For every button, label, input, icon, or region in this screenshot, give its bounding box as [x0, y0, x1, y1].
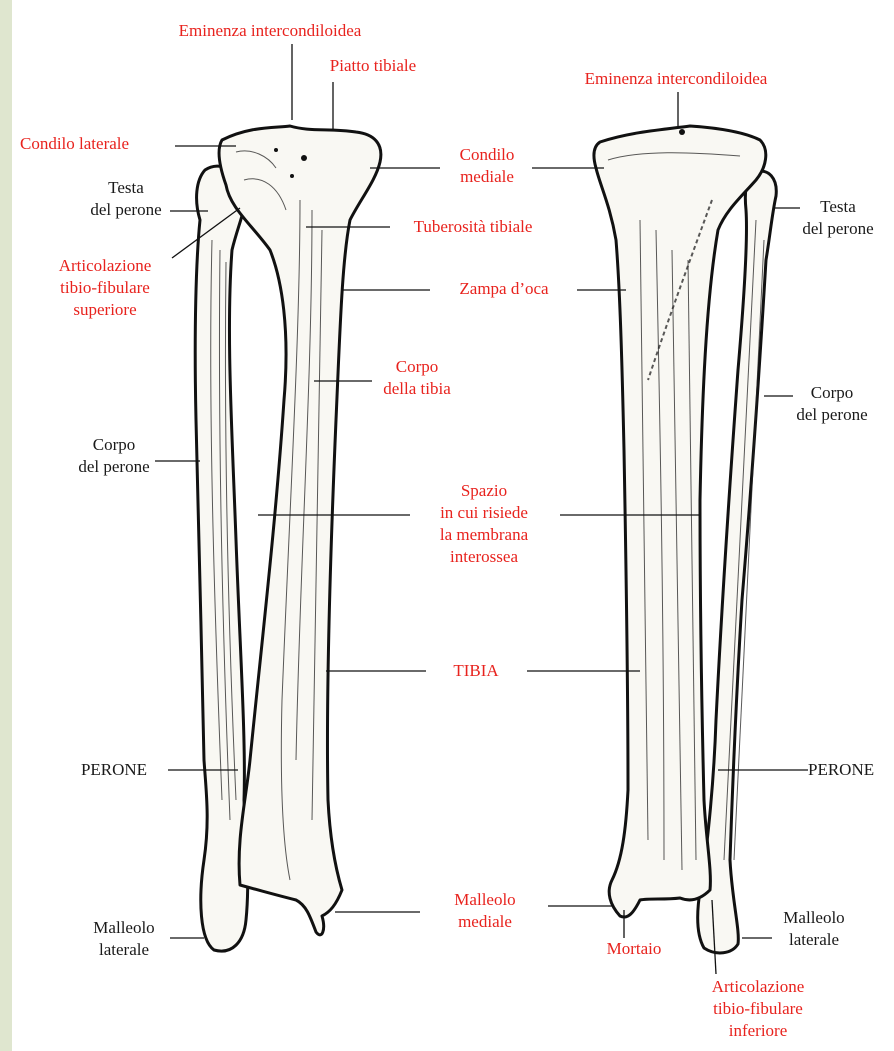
posterior-view [594, 92, 808, 974]
label-perone-posterior: PERONE [808, 759, 874, 781]
label-eminenza-anterior: Eminenza intercondiloidea [179, 20, 362, 42]
label-zampa-oca: Zampa d’oca [459, 278, 548, 300]
anterior-view [155, 44, 381, 951]
label-piatto-tibiale: Piatto tibiale [330, 55, 416, 77]
label-tibia: TIBIA [453, 660, 498, 682]
label-perone-anterior: PERONE [81, 759, 147, 781]
label-tuberosita-tibiale: Tuberosità tibiale [414, 216, 533, 238]
label-eminenza-posterior: Eminenza intercondiloidea [585, 68, 768, 90]
label-mortaio: Mortaio [607, 938, 662, 960]
label-condilo-laterale: Condilo laterale [20, 133, 129, 155]
